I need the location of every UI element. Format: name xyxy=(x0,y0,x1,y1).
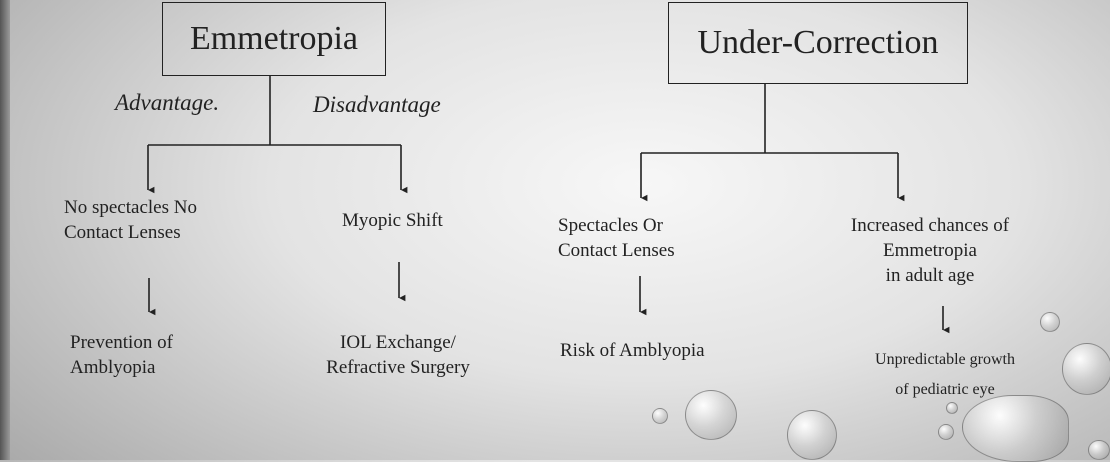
emmetropia-title: Emmetropia xyxy=(189,20,359,57)
iol-exchange-text: IOL Exchange/ Refractive Surgery xyxy=(326,332,470,378)
increased-chances-text: Increased chances of Emmetropia in adult… xyxy=(850,215,1010,286)
droplet-decoration xyxy=(787,410,837,460)
emmetropia-box: Emmetropia xyxy=(162,2,386,76)
disadvantage-label: Disadvantage xyxy=(313,92,441,117)
myopic-shift-text: Myopic Shift xyxy=(342,210,443,231)
droplet-decoration xyxy=(1040,312,1060,332)
under-correction-title: Under-Correction xyxy=(697,24,939,61)
no-spectacles-text: No spectacles No Contact Lenses xyxy=(64,197,197,243)
droplet-decoration xyxy=(1088,440,1110,460)
unpredictable-growth-text: Unpredictable growth of pediatric eye xyxy=(875,351,1015,398)
droplet-decoration xyxy=(962,395,1069,462)
droplet-decoration xyxy=(685,390,737,440)
prevention-amblyopia-text: Prevention of Amblyopia xyxy=(70,332,173,378)
droplet-decoration xyxy=(938,424,954,440)
frame-edge xyxy=(0,0,10,460)
droplet-decoration xyxy=(652,408,668,424)
under-correction-box: Under-Correction xyxy=(668,2,968,84)
advantage-label: Advantage. xyxy=(115,90,220,115)
droplet-decoration xyxy=(1062,343,1110,395)
risk-of-amblyopia-text: Risk of Amblyopia xyxy=(560,340,705,361)
spectacles-or-contacts-text: Spectacles Or Contact Lenses xyxy=(558,215,675,261)
droplet-decoration xyxy=(946,402,958,414)
